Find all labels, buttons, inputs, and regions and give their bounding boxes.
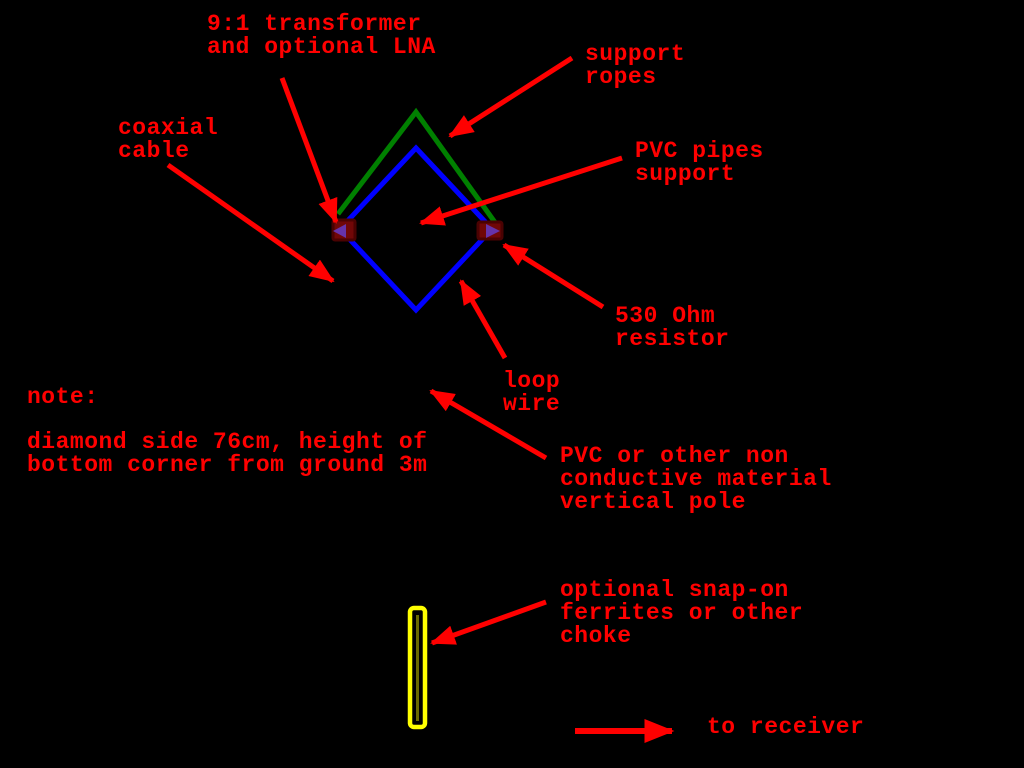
pole-arrow <box>429 388 548 461</box>
transformer-label: 9:1 transformer and optional LNA <box>207 11 436 60</box>
pvc-pipes-label: PVC pipes support <box>635 138 764 187</box>
to-receiver-label: to receiver <box>707 714 865 740</box>
coax-arrow <box>166 162 335 284</box>
note-body: diamond side 76cm, height of bottom corn… <box>27 429 428 478</box>
transformer-arrow <box>279 77 339 224</box>
resistor-label: 530 Ohm resistor <box>615 303 730 352</box>
vertical-pole <box>407 605 428 730</box>
vertical-pole-label: PVC or other non conductive material ver… <box>560 443 832 515</box>
loop-wire-diamond <box>336 144 496 314</box>
support-ropes-label: support ropes <box>585 41 686 90</box>
right-chevron-icon <box>486 224 500 238</box>
resistor-arrow <box>502 242 605 310</box>
loop-wire-label: loop wire <box>503 368 561 417</box>
coaxial-cable-label: coaxial cable <box>118 115 219 164</box>
ferrites-label: optional snap-on ferrites or other choke <box>560 577 804 649</box>
ferrites-arrow <box>430 599 547 646</box>
left-chevron-icon <box>333 224 346 238</box>
note-title: note: <box>27 384 99 410</box>
pvc-pipes-arrow <box>419 155 623 226</box>
support-ropes-arrow <box>448 55 574 139</box>
loop-wire-arrow <box>458 279 508 360</box>
support-ropes-line <box>336 107 502 230</box>
